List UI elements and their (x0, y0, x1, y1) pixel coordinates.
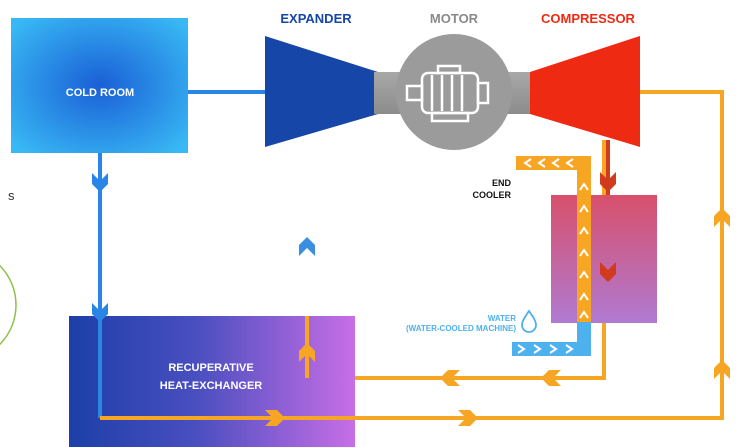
chevron-arrow-icon (299, 237, 315, 256)
compressor-label: COMPRESSOR (541, 11, 636, 26)
chevron-arrow-icon (714, 360, 730, 379)
chevron-arrow-icon (440, 370, 460, 386)
end-cooler-flow-chevrons (517, 158, 589, 354)
end-cooler-label-line1: END (492, 178, 512, 188)
chevron-arrow-icon (600, 172, 616, 192)
water-pipe (512, 322, 591, 356)
chevron-arrow-icon (299, 343, 315, 362)
water-label-line1: WATER (488, 314, 517, 323)
chevron-arrow-icon (541, 370, 561, 386)
water-label-line2: (WATER-COOLED MACHINE) (406, 324, 516, 333)
edge-circle-outline (0, 264, 17, 346)
heat-exchanger-label-line2: HEAT-EXCHANGER (160, 380, 263, 392)
cold-room-label: COLD ROOM (66, 87, 134, 99)
electric-motor-icon (405, 64, 490, 123)
end-cooler-box (551, 195, 657, 323)
edge-text-fragment: s (8, 188, 15, 203)
water-drop-icon (521, 309, 537, 333)
chevron-arrow-icon (458, 410, 478, 426)
chevron-arrow-icon (600, 262, 616, 282)
heat-exchanger-label-line1: RECUPERATIVE (168, 362, 253, 374)
chevron-arrow-icon (265, 410, 285, 426)
motor-housing (396, 34, 512, 150)
expander-label: EXPANDER (280, 11, 352, 26)
motor-label: MOTOR (430, 11, 479, 26)
end-cooler-label-line2: COOLER (472, 190, 511, 200)
expander-shape (265, 36, 378, 147)
compressor-shape (530, 36, 640, 147)
cold-room-box (11, 18, 188, 153)
chevron-arrow-icon (92, 303, 108, 322)
flow-arrows (92, 172, 730, 426)
chevron-arrow-icon (92, 173, 108, 192)
pipe-outer-loop (100, 90, 724, 420)
chevron-arrow-icon (714, 208, 730, 227)
